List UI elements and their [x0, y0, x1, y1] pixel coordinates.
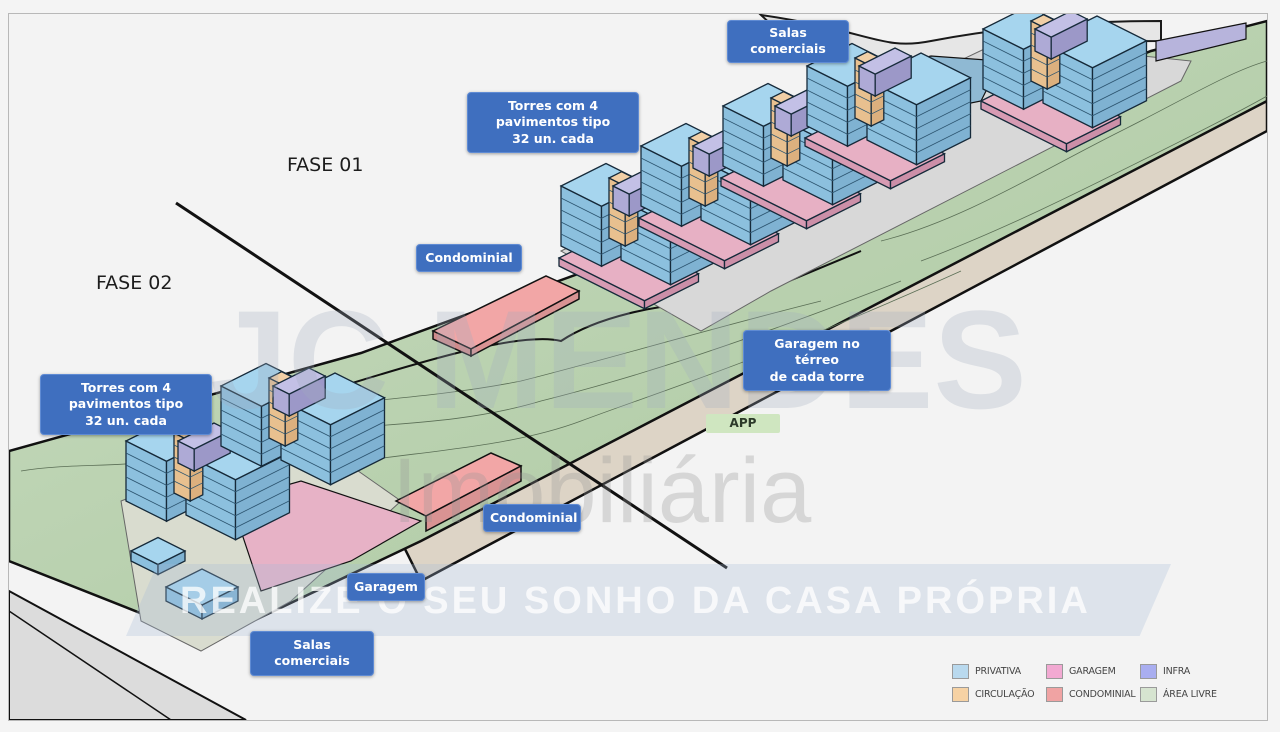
- legend-item-area-livre: ÁREA LIVRE: [1140, 687, 1232, 702]
- legend-item-circulacao: CIRCULAÇÃO: [952, 687, 1046, 702]
- swatch-condominial-icon: [1046, 687, 1063, 702]
- tower-group: [124, 14, 1148, 621]
- swatch-garagem-icon: [1046, 664, 1063, 679]
- phase-divider-line: [175, 201, 728, 570]
- swatch-area-livre-icon: [1140, 687, 1157, 702]
- phase-2-label: FASE 02: [96, 272, 173, 294]
- legend-label: CONDOMINIAL: [1069, 689, 1136, 700]
- tower-block: [279, 372, 386, 486]
- callout-towers-phase2: Torres com 4 pavimentos tipo 32 un. cada: [40, 374, 212, 435]
- legend-item-privativa: PRIVATIVA: [952, 664, 1046, 679]
- condominial-block-bottom: [394, 452, 523, 533]
- callout-salas-comerciais-bottom: Salas comerciais: [250, 631, 374, 676]
- callout-condominial-bottom: Condominial: [483, 504, 581, 533]
- legend-item-infra: INFRA: [1140, 664, 1232, 679]
- salas-comerciais-block: [164, 568, 240, 621]
- legend-item-garagem: GARAGEM: [1046, 664, 1140, 679]
- left-road-edge: [9, 610, 172, 720]
- legend-label: PRIVATIVA: [975, 666, 1021, 677]
- legend-label: GARAGEM: [1069, 666, 1116, 677]
- legend-item-condominial: CONDOMINIAL: [1046, 687, 1140, 702]
- callout-condominial-top: Condominial: [416, 244, 522, 273]
- infra-block: [1033, 14, 1089, 61]
- contour-line: [880, 60, 1267, 242]
- legend-label: ÁREA LIVRE: [1163, 689, 1217, 700]
- swatch-privativa-icon: [952, 664, 969, 679]
- swatch-infra-icon: [1140, 664, 1157, 679]
- callout-towers-phase1: Torres com 4 pavimentos tipo 32 un. cada: [467, 92, 639, 153]
- app-tag: APP: [706, 414, 780, 433]
- left-road: [9, 589, 247, 720]
- infra-block: [271, 367, 327, 418]
- infra-block: [857, 47, 913, 98]
- callout-garagem: Garagem: [347, 573, 425, 602]
- callout-salas-comerciais-top: Salas comerciais: [727, 20, 849, 63]
- tower-block: [865, 52, 972, 166]
- condominial-block-top: [431, 275, 581, 358]
- contour-line: [920, 95, 1267, 262]
- salas-comerciais-block: [129, 536, 187, 576]
- legend-label: INFRA: [1163, 666, 1191, 677]
- legend-label: CIRCULAÇÃO: [975, 689, 1035, 700]
- legend: PRIVATIVA GARAGEM INFRA CIRCULAÇÃO CONDO…: [952, 664, 1232, 702]
- callout-garagem-terreo: Garagem no térreo de cada torre: [743, 330, 891, 391]
- phase-1-label: FASE 01: [287, 154, 364, 176]
- swatch-circulacao-icon: [952, 687, 969, 702]
